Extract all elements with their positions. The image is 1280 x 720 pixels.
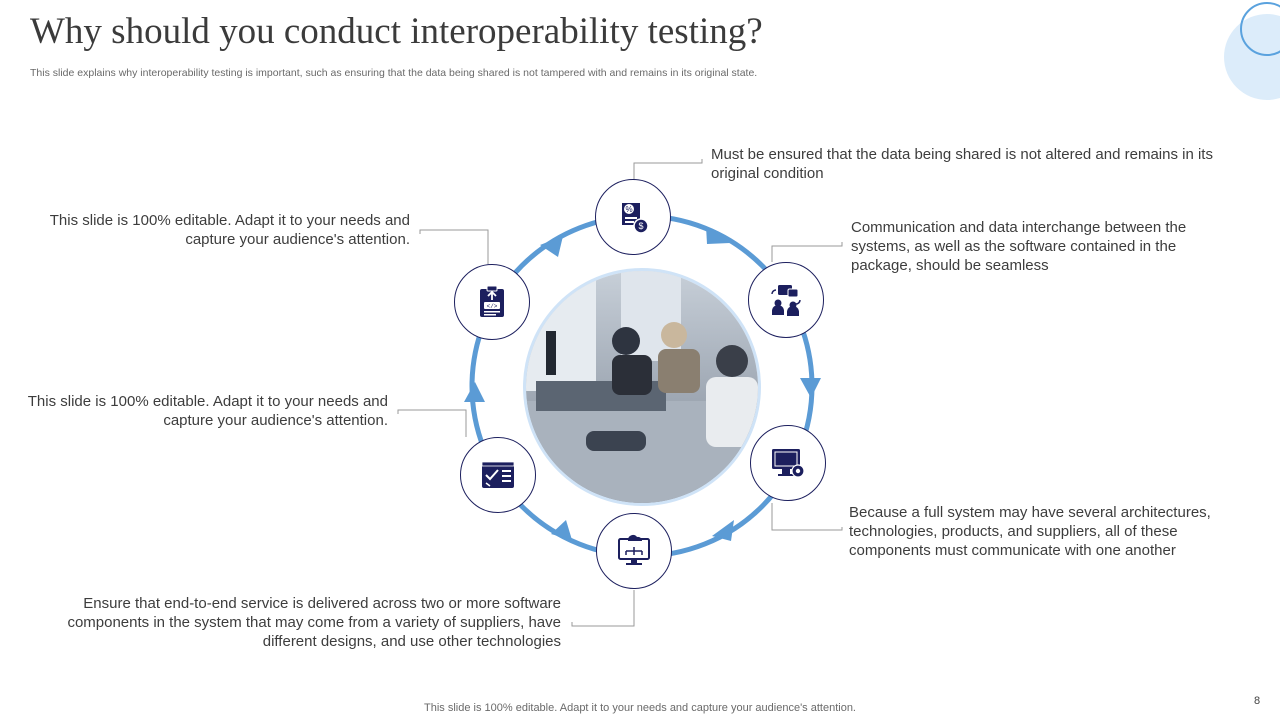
page-title: Why should you conduct interoperability … xyxy=(30,11,763,52)
connectors xyxy=(397,159,843,627)
connector-upper-right xyxy=(771,242,843,262)
arrow-4 xyxy=(551,520,572,540)
page-subtitle: This slide explains why interoperability… xyxy=(30,67,758,79)
connector-top xyxy=(633,159,703,180)
point-top-right: Must be ensured that the data being shar… xyxy=(711,146,1213,182)
arrow-2 xyxy=(800,378,821,398)
arrow-6 xyxy=(540,236,563,257)
footer-note: This slide is 100% editable. Adapt it to… xyxy=(424,702,856,714)
svg-text:%: % xyxy=(625,205,632,214)
page-number: 8 xyxy=(1254,695,1261,707)
connector-upper-left xyxy=(419,229,489,264)
data-finance-icon: % $ xyxy=(595,179,671,255)
team-communication-icon xyxy=(748,262,824,338)
connector-bottom xyxy=(571,590,635,627)
browser-checklist-icon xyxy=(460,437,536,513)
svg-text:</>: </> xyxy=(487,303,498,310)
team-photo xyxy=(526,271,758,503)
cloud-monitor-icon xyxy=(596,513,672,589)
point-lower-right: Because a full system may have several a… xyxy=(849,504,1211,559)
point-middle-left: This slide is 100% editable. Adapt it to… xyxy=(27,393,388,429)
monitor-settings-icon xyxy=(750,425,826,501)
arrow-3 xyxy=(712,520,734,541)
decorative-circle-outline xyxy=(1240,2,1280,56)
code-clipboard-icon: </> xyxy=(454,264,530,340)
point-bottom-left: Ensure that end-to-end service is delive… xyxy=(67,595,561,650)
connector-lower-right xyxy=(771,503,843,531)
point-upper-right: Communication and data interchange betwe… xyxy=(851,219,1187,274)
cycle-arrows xyxy=(464,226,821,541)
connector-middle-left xyxy=(397,409,467,437)
arrow-1 xyxy=(706,226,730,244)
point-upper-left: This slide is 100% editable. Adapt it to… xyxy=(49,212,410,248)
arrow-5 xyxy=(464,382,485,402)
svg-text:$: $ xyxy=(638,221,643,231)
